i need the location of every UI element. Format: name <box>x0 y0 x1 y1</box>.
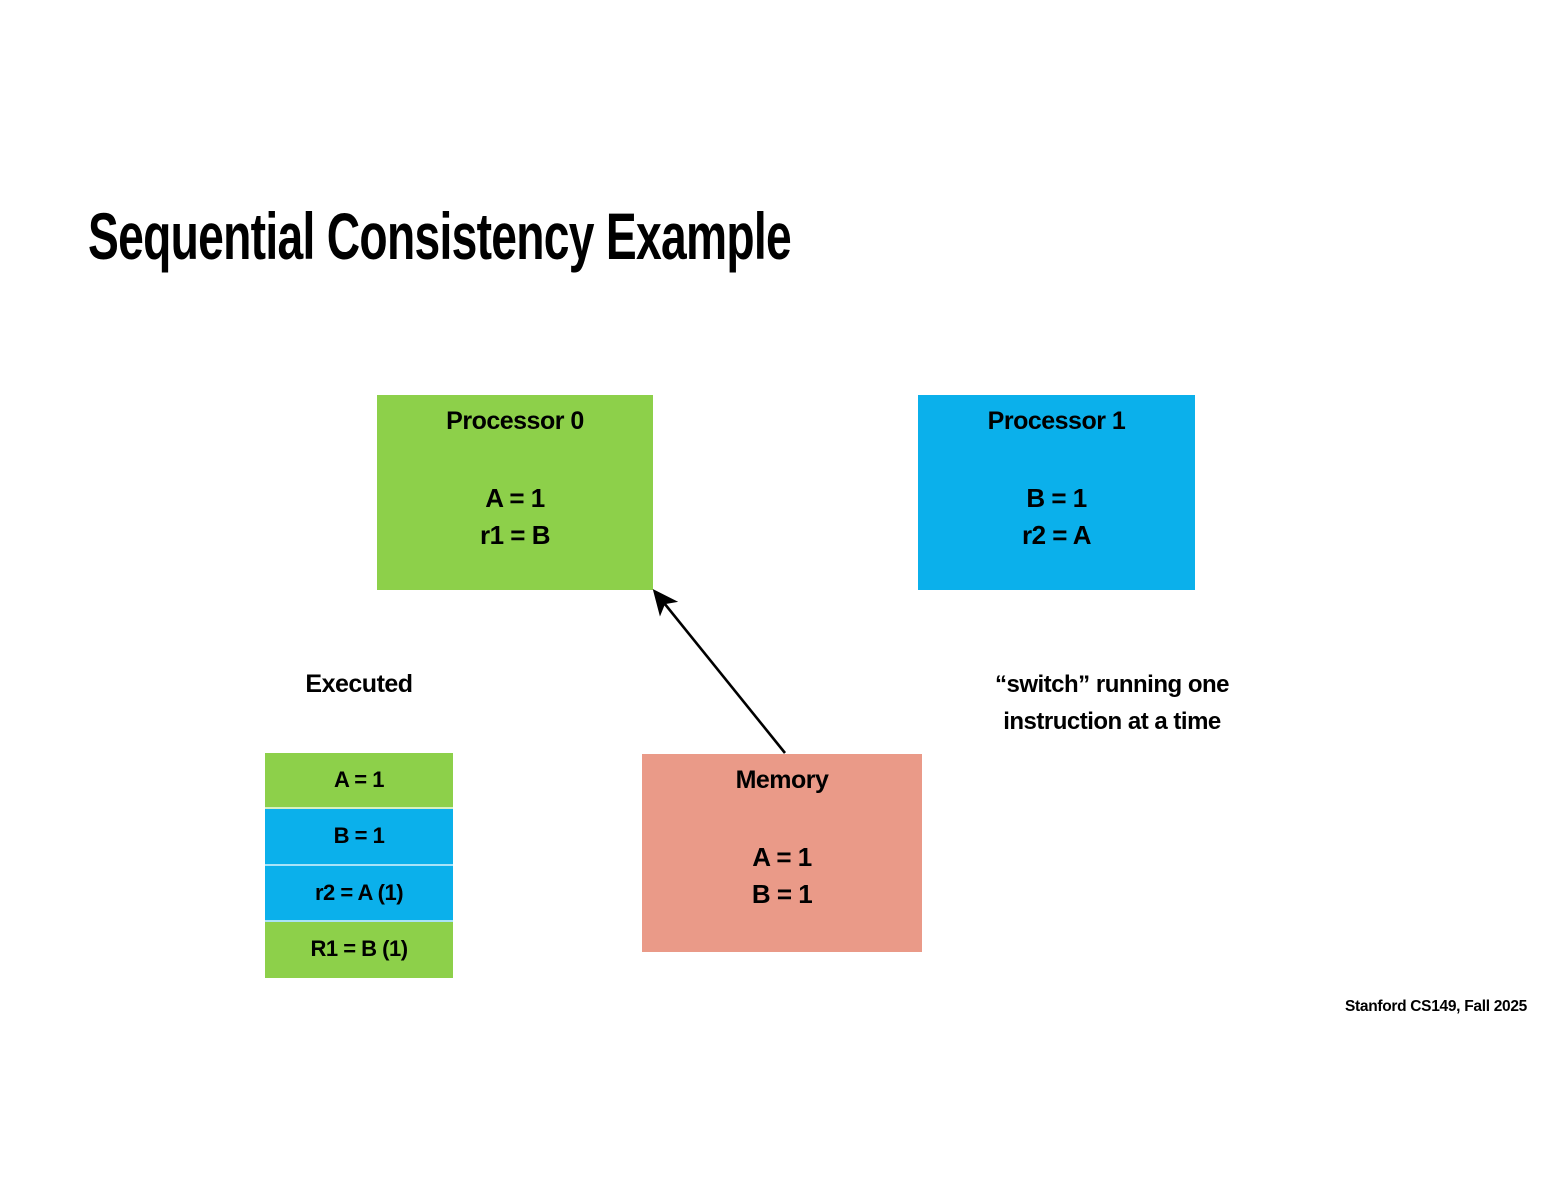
switch-annotation: “switch” running one instruction at a ti… <box>962 666 1262 740</box>
processor-1-line-2: r2 = A <box>1021 520 1092 550</box>
footer-credit: Stanford CS149, Fall 2025 <box>1344 998 1527 1015</box>
processor-0-title: Processor 0 <box>446 407 584 435</box>
processor-1-code: B = 1 r2 = A <box>918 480 1195 554</box>
memory-box: Memory A = 1 B = 1 <box>642 754 922 952</box>
processor-0-box: Processor 0 A = 1 r1 = B <box>377 395 653 590</box>
executed-row: r2 = A (1) <box>265 865 453 922</box>
processor-0-line-2: r1 = B <box>480 520 551 550</box>
processor-1-title: Processor 1 <box>987 407 1126 435</box>
page-title: Sequential Consistency Example <box>88 199 792 273</box>
processor-1-line-1: B = 1 <box>1026 483 1087 513</box>
executed-row: B = 1 <box>265 809 453 866</box>
executed-label: Executed <box>305 670 413 698</box>
switch-annotation-line-2: instruction at a time <box>1003 708 1221 735</box>
memory-line-2: B = 1 <box>751 879 813 909</box>
processor-0-line-1: A = 1 <box>485 483 545 513</box>
memory-title: Memory <box>735 766 829 794</box>
executed-row: R1 = B (1) <box>265 921 453 978</box>
processor-1-box: Processor 1 B = 1 r2 = A <box>918 395 1195 590</box>
processor-0-code: A = 1 r1 = B <box>377 480 653 554</box>
executed-row: A = 1 <box>265 753 453 810</box>
memory-line-1: A = 1 <box>752 842 812 872</box>
memory-values: A = 1 B = 1 <box>642 839 922 913</box>
switch-annotation-line-1: “switch” running one <box>995 671 1230 698</box>
executed-stack: A = 1 B = 1 r2 = A (1) R1 = B (1) <box>265 753 453 978</box>
